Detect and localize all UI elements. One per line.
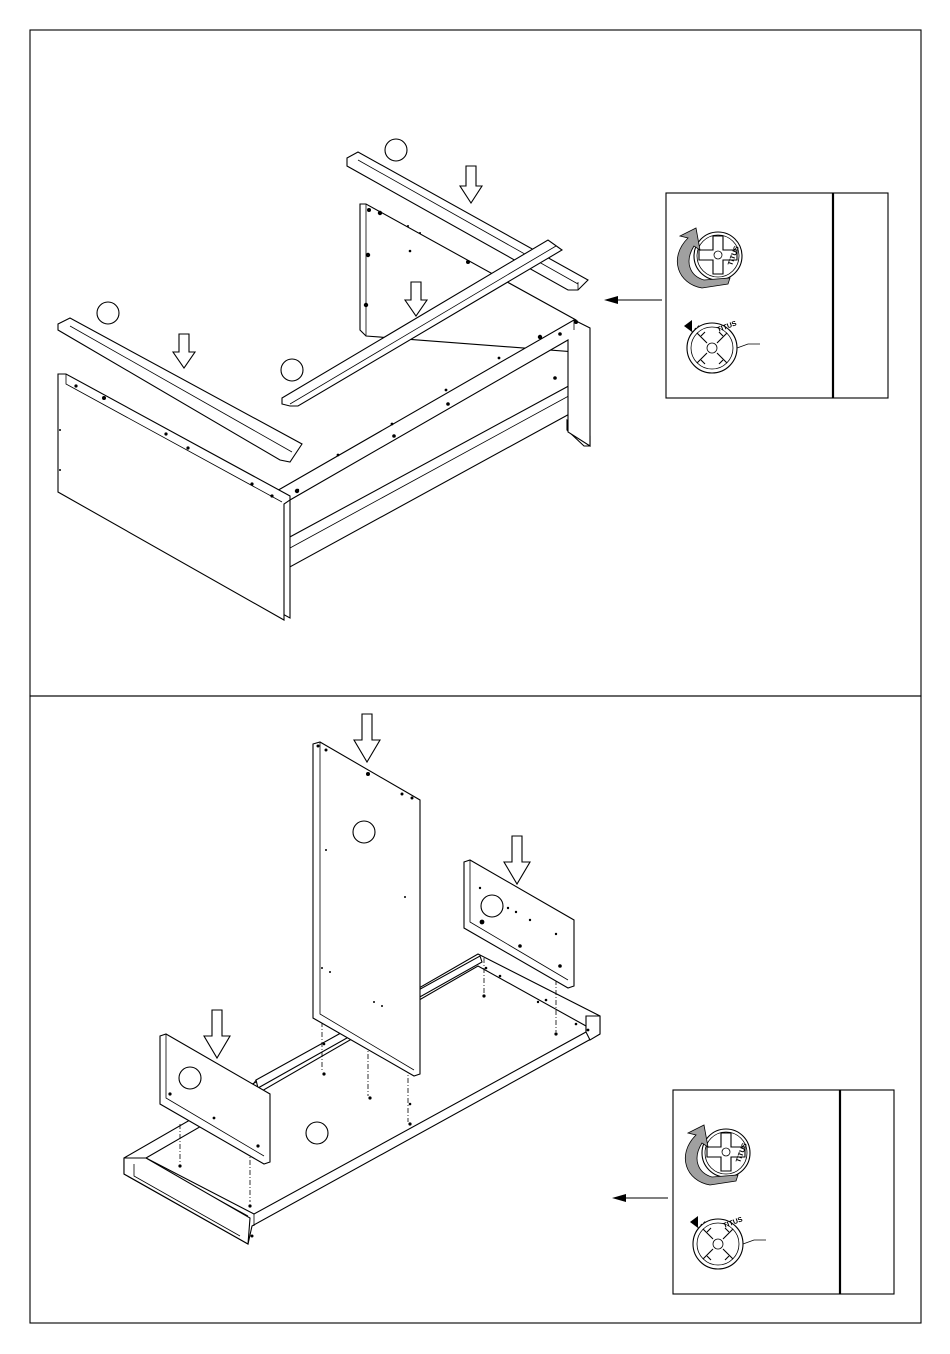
part-callout <box>281 359 303 381</box>
down-arrow-icon <box>173 334 195 368</box>
part-callout <box>97 302 119 324</box>
down-arrow-icon <box>504 836 530 884</box>
cam-lock-clockwise-icon: TITUS <box>684 320 760 373</box>
screwdriver-counterclockwise-icon: TITUS <box>685 1125 750 1185</box>
cam-lock-clockwise-icon: TITUS <box>690 1216 766 1269</box>
part-callout <box>306 1122 328 1144</box>
down-arrow-icon <box>204 1010 230 1058</box>
part-callout <box>179 1067 201 1089</box>
part-callout <box>481 895 503 917</box>
detail-leader-arrowhead <box>612 1194 626 1202</box>
screwdriver-counterclockwise-icon: TITUS <box>677 228 742 288</box>
part-callout <box>385 139 407 161</box>
center-divider-panel <box>313 742 420 1076</box>
step-1-illustration: TITUS TITUS <box>58 139 888 620</box>
part-callout <box>353 821 375 843</box>
step-1-frame <box>30 30 921 696</box>
down-arrow-icon <box>460 166 482 203</box>
detail-leader-arrowhead <box>604 296 618 304</box>
base-side-block <box>586 1016 600 1040</box>
down-arrow-icon <box>354 714 380 762</box>
left-side-panel <box>58 374 290 620</box>
step-2-detail-box: TITUS TITUS <box>673 1090 894 1294</box>
step-2-illustration: TITUS TITUS <box>124 714 894 1294</box>
step-1-detail-box: TITUS TITUS <box>666 193 888 398</box>
